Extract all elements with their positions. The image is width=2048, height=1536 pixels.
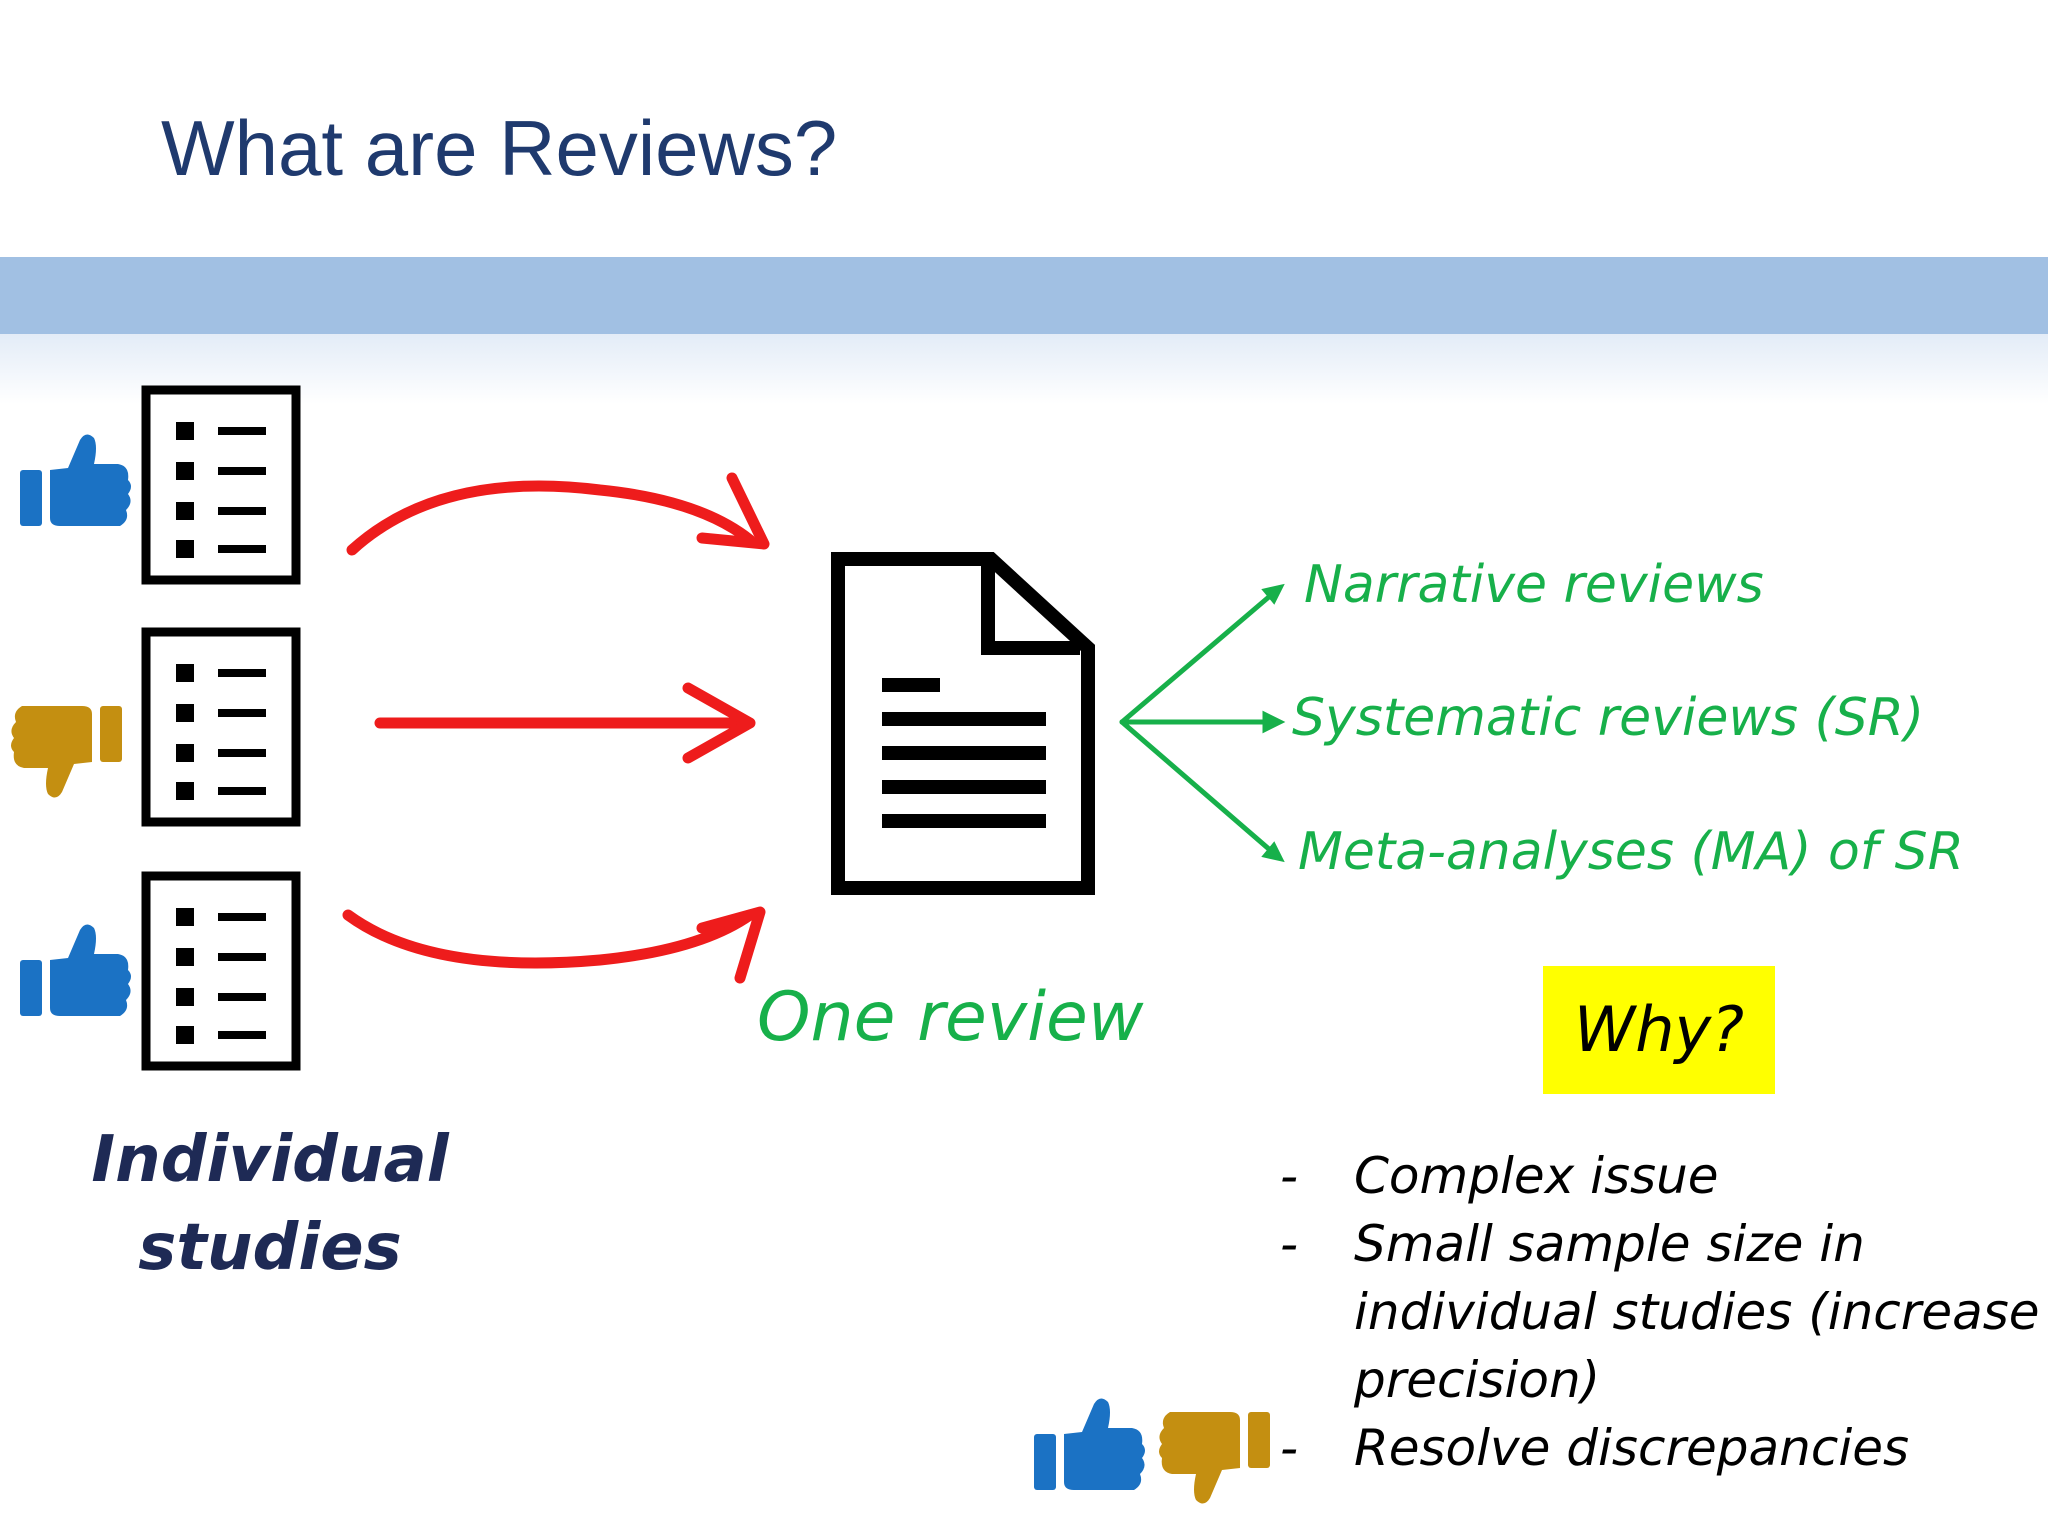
header-band-fade — [0, 334, 2048, 404]
why-label: Why? — [1573, 993, 1745, 1066]
thumbs-up-icon — [1034, 1398, 1145, 1490]
review-type-narrative: Narrative reviews — [1304, 555, 1764, 615]
header-band — [0, 257, 2048, 334]
reason-dash: - — [1280, 1215, 1299, 1273]
reason-dash: - — [1280, 1419, 1299, 1477]
individual-studies-label: Individual studies — [40, 1116, 500, 1292]
reasons-list: - Complex issue - Small sample size in i… — [1280, 1142, 2040, 1482]
reason-text: Complex issue — [1354, 1147, 1719, 1205]
why-highlight-box: Why? — [1543, 966, 1775, 1094]
review-type-meta-analyses: Meta-analyses (MA) of SR — [1298, 822, 1964, 882]
reason-dash: - — [1280, 1147, 1299, 1205]
red-arrow-middle — [374, 682, 756, 764]
thumbs-up-icon — [20, 434, 131, 526]
reason-item: - Complex issue — [1280, 1142, 2040, 1210]
study-checklist-icon — [146, 390, 296, 580]
slide-title: What are Reviews? — [161, 104, 838, 192]
reason-item: - Small sample size in individual studie… — [1280, 1210, 2040, 1414]
reason-item: - Resolve discrepancies — [1280, 1414, 2040, 1482]
red-arrow-bottom — [342, 906, 766, 984]
thumbs-down-icon — [11, 706, 122, 798]
red-arrow-top — [346, 472, 770, 556]
one-review-label: One review — [757, 978, 1144, 1057]
studies-label-line1: Individual — [91, 1123, 449, 1197]
thumbs-down-icon — [1159, 1412, 1270, 1504]
thumbs-up-icon — [20, 924, 131, 1016]
reason-text: Small sample size in individual studies … — [1354, 1215, 2040, 1409]
reason-text: Resolve discrepancies — [1354, 1419, 1910, 1477]
review-document-icon — [831, 552, 1095, 895]
study-checklist-icon — [146, 632, 296, 822]
study-checklist-icon — [146, 876, 296, 1066]
green-branch-arrows — [1119, 583, 1286, 863]
studies-label-line2: studies — [138, 1211, 402, 1285]
review-type-systematic: Systematic reviews (SR) — [1292, 688, 1925, 748]
